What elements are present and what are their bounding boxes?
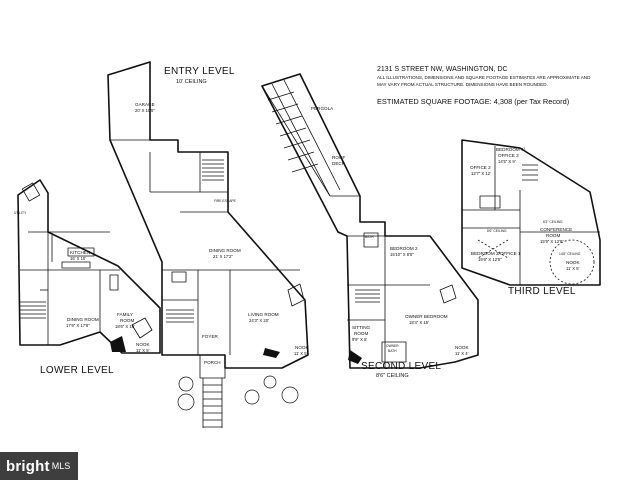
family-room-label: FAMILY	[117, 312, 133, 317]
bedroom-2-dim: 15'10" X 8'8"	[390, 252, 414, 257]
lower-nook-dim: 11' X 5'	[136, 348, 150, 353]
ceiling-label-1: 8'6" CEILING	[487, 229, 507, 233]
lower-dining-label: DINING ROOM	[67, 317, 99, 322]
third-level-plan	[461, 139, 601, 286]
family-room-dim: 18'6" X 10'	[115, 324, 135, 329]
third-nook-label: NOOK	[566, 260, 580, 265]
roof-deck-label-2: DECK	[332, 161, 345, 166]
sitting-room-dim: 9'9" X 8'	[352, 337, 368, 342]
office-2-dim: 12'7" X 12'	[471, 171, 491, 176]
property-address: 2131 S STREET NW, WASHINGTON, DC	[377, 66, 508, 73]
sitting-room-label-2: ROOM	[354, 331, 369, 336]
bedroom-4-dim: 14'5" X 9'	[498, 159, 516, 164]
disclaimer-line-1: ALL ILLUSTRATIONS, DIMENSIONS AND SQUARE…	[377, 75, 591, 80]
third-level-title: THIRD LEVEL	[508, 286, 576, 297]
foyer-label: FOYER	[202, 334, 218, 339]
bedroom-4-label: BEDROOM 4/	[496, 147, 525, 152]
living-room-label: LIVING ROOM	[248, 312, 279, 317]
living-room-dim: 24'3" X 20'	[249, 318, 269, 323]
office-2-label: OFFICE 2	[470, 165, 491, 170]
bath-2-label: BATH	[365, 235, 374, 239]
bedroom-2-label: BEDROOM 2	[390, 246, 418, 251]
owner-bedroom-dim: 18'4" X 15'	[409, 320, 429, 325]
lower-dining-dim: 17'6" X 17'8"	[66, 323, 90, 328]
entry-nook-dim: 11' X 5'	[294, 351, 308, 356]
garage-label: GARAGE	[135, 102, 155, 107]
bedroom-4-label-2: OFFICE 3	[498, 153, 519, 158]
conference-room-dim: 15'9" X 12'8"	[540, 239, 564, 244]
entry-dining-dim: 21' X 17'2"	[213, 254, 233, 259]
lower-level-title: LOWER LEVEL	[40, 365, 114, 376]
conference-room-label: CONFERENCE	[540, 227, 573, 232]
roof-deck-label: ROOF	[332, 155, 346, 160]
bright-logo-text: bright	[6, 457, 50, 475]
ceiling-label-3: 14'8" CEILING	[559, 252, 581, 256]
bedroom-3-label: BEDROOM 3/OFFICE 1	[471, 251, 521, 256]
garage-dim: 20' X 10'5"	[135, 108, 155, 113]
fire-escape-label: FIRE ESCAPE	[214, 199, 236, 203]
sitting-room-label: SITTING	[352, 325, 371, 330]
entry-level-title: ENTRY LEVEL	[164, 66, 235, 77]
bright-mls-watermark: bright MLS	[0, 452, 78, 480]
second-nook-dim: 11' X 4'	[455, 351, 469, 356]
second-level-plan	[261, 73, 479, 369]
lower-nook-label: NOOK	[136, 342, 150, 347]
ceiling-label-2: 8'3" CEILING	[543, 220, 563, 224]
second-level-title: SECOND LEVEL	[361, 361, 442, 372]
entry-level-ceiling: 10' CEILING	[176, 79, 207, 85]
bedroom-3-dim: 15'6" X 12'5"	[478, 257, 502, 262]
lower-level-plan	[17, 179, 161, 354]
owner-bedroom-label: OWNER BEDROOM	[405, 314, 448, 319]
kitchen-dim: 16' X 10'	[70, 256, 87, 261]
landscape-shrubs	[177, 375, 299, 411]
estimated-square-footage: ESTIMATED SQUARE FOOTAGE: 4,308 (per Tax…	[377, 97, 570, 106]
entry-level-plan	[107, 61, 309, 428]
entry-nook-label: NOOK	[295, 345, 309, 350]
second-nook-label: NOOK	[455, 345, 469, 350]
entry-dining-label: DINING ROOM	[209, 248, 241, 253]
mls-logo-text: MLS	[51, 461, 71, 471]
owner-bath-label: OWNER	[386, 344, 399, 348]
second-level-ceiling: 8'6" CEILING	[376, 373, 409, 379]
pergola-label: PERGOLA	[311, 106, 334, 111]
kitchen-label: KITCHEN	[70, 250, 91, 255]
family-room-label-2: ROOM	[120, 318, 135, 323]
utility-label: UTILITY	[14, 211, 27, 215]
porch-label: PORCH	[204, 360, 221, 365]
owner-bath-label-2: BATH	[388, 349, 397, 353]
disclaimer-line-2: MAY VARY FROM ACTUAL STRUCTURE. DIMENSIO…	[377, 82, 548, 87]
conference-room-label-2: ROOM	[546, 233, 561, 238]
third-nook-dim: 11' X 5'	[566, 266, 580, 271]
